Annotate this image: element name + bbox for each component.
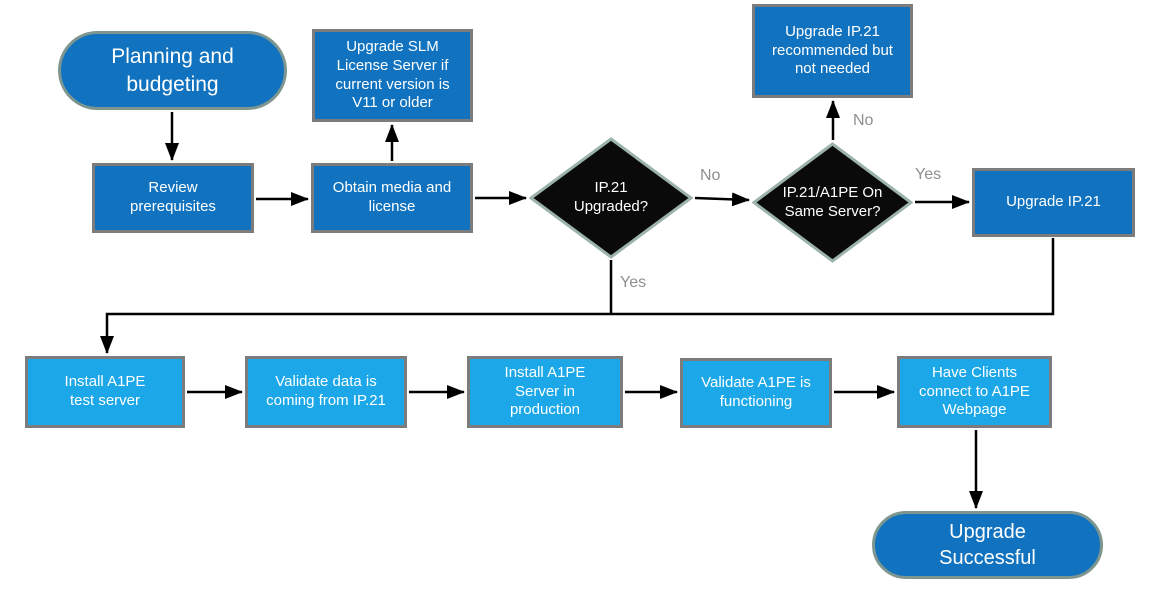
diamond-shape	[529, 137, 693, 259]
node-upgrade-slm-license-server: Upgrade SLM License Server if current ve…	[312, 29, 473, 122]
node-label: IP.21 Upgraded?	[573, 179, 649, 215]
node-install-a1pe-server-production: Install A1PE Server in production	[467, 356, 623, 428]
node-planning-and-budgeting: Planning and budgeting	[58, 31, 287, 110]
node-clients-connect-a1pe-webpage: Have Clients connect to A1PE Webpage	[897, 356, 1052, 428]
edge-label-d1-yes: Yes	[620, 274, 647, 291]
node-validate-a1pe-functioning: Validate A1PE is functioning	[680, 358, 832, 428]
diamond-shape	[752, 142, 913, 263]
node-label: Upgrade SLM License Server if current ve…	[335, 38, 450, 112]
node-label: Install A1PE test server	[64, 373, 146, 409]
node-decision-ip21-upgraded: IP.21 Upgraded?	[529, 137, 693, 259]
node-label: Obtain media and license	[332, 179, 452, 215]
node-label: IP.21/A1PE On Same Server?	[782, 183, 883, 220]
node-obtain-media-and-license: Obtain media and license	[311, 163, 473, 233]
node-label: Upgrade Successful	[939, 521, 1036, 569]
node-label: Planning and budgeting	[111, 45, 234, 96]
node-upgrade-successful: Upgrade Successful	[872, 511, 1103, 579]
edge-label-d1-no: No	[700, 167, 721, 184]
node-label: Validate A1PE is functioning	[701, 374, 811, 410]
node-upgrade-ip21: Upgrade IP.21	[972, 168, 1135, 237]
edge-label-d2-no: No	[853, 112, 874, 129]
node-label: Review prerequisites	[130, 179, 216, 215]
node-label: Have Clients connect to A1PE Webpage	[919, 363, 1030, 419]
node-review-prerequisites: Review prerequisites	[92, 163, 254, 233]
node-label: Validate data is coming from IP.21	[266, 373, 386, 409]
edge-label-d2-yes: Yes	[915, 166, 942, 183]
node-label: Upgrade IP.21	[1006, 193, 1101, 211]
node-validate-data-from-ip21: Validate data is coming from IP.21	[245, 356, 407, 428]
node-label: Upgrade IP.21 recommended but not needed	[772, 22, 893, 78]
node-upgrade-ip21-recommended: Upgrade IP.21 recommended but not needed	[752, 4, 913, 98]
node-install-a1pe-test-server: Install A1PE test server	[25, 356, 185, 428]
node-label: Install A1PE Server in production	[504, 363, 586, 419]
node-decision-ip21-a1pe-same-server: IP.21/A1PE On Same Server?	[752, 142, 913, 263]
